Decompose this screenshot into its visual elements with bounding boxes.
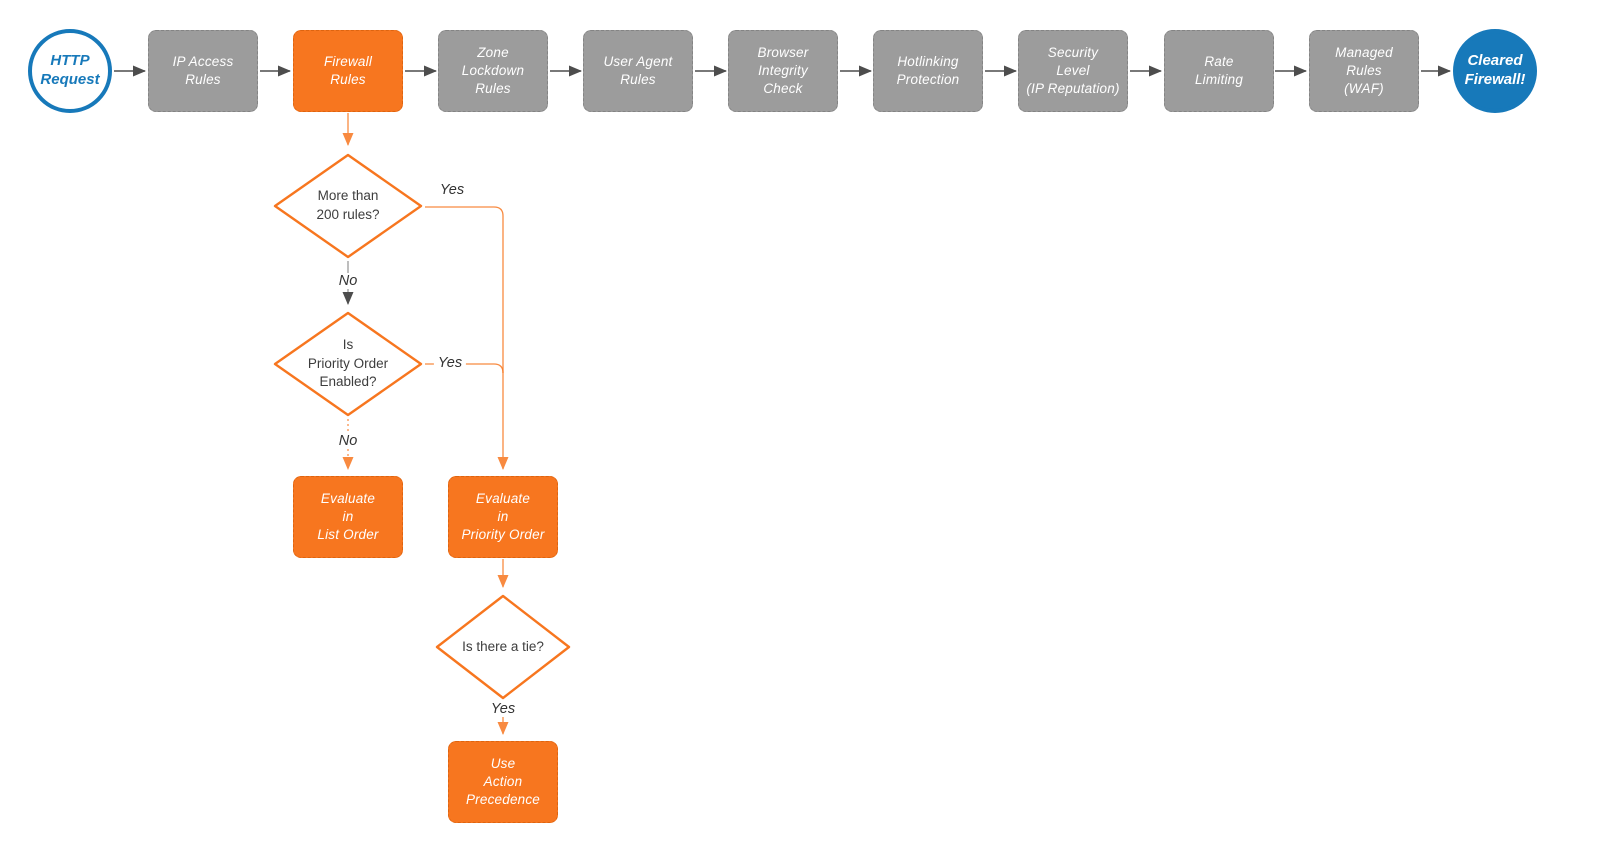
node-label: Cleared Firewall!	[1464, 52, 1526, 88]
node-ip-access-rules: IP Access Rules	[148, 30, 258, 112]
decision-label: More than 200 rules?	[316, 188, 380, 222]
node-label: Evaluate in List Order	[317, 491, 379, 542]
node-label: Managed Rules (WAF)	[1335, 45, 1393, 96]
node-label: HTTP Request	[40, 52, 100, 88]
edge-label-yes-2: Yes	[433, 355, 467, 371]
node-label: Firewall Rules	[323, 54, 373, 87]
node-use-action-precedence: Use Action Precedence	[448, 741, 558, 823]
node-label: Security Level (IP Reputation)	[1026, 45, 1120, 96]
node-hotlinking-protection: Hotlinking Protection	[873, 30, 983, 112]
node-security-level: Security Level (IP Reputation)	[1018, 30, 1128, 112]
node-label: Zone Lockdown Rules	[461, 45, 525, 96]
node-zone-lockdown-rules: Zone Lockdown Rules	[438, 30, 548, 112]
node-evaluate-in-list-order: Evaluate in List Order	[293, 476, 403, 558]
decision-priority-order-enabled: Is Priority Order Enabled?	[273, 311, 423, 417]
node-managed-rules-waf: Managed Rules (WAF)	[1309, 30, 1419, 112]
decision-is-there-a-tie: Is there a tie?	[435, 594, 571, 700]
node-evaluate-in-priority-order: Evaluate in Priority Order	[448, 476, 558, 558]
node-label: Hotlinking Protection	[896, 54, 960, 87]
node-browser-integrity-check: Browser Integrity Check	[728, 30, 838, 112]
decision-more-than-200-rules: More than 200 rules?	[273, 153, 423, 259]
node-label: Evaluate in Priority Order	[461, 491, 545, 542]
node-label: User Agent Rules	[603, 54, 673, 87]
node-user-agent-rules: User Agent Rules	[583, 30, 693, 112]
edge-label-yes-1: Yes	[439, 182, 465, 198]
node-label: IP Access Rules	[172, 54, 234, 87]
node-label: Use Action Precedence	[465, 756, 541, 807]
node-label: Rate Limiting	[1194, 54, 1244, 87]
diamond-shape	[273, 311, 423, 417]
connector-yes-1	[425, 206, 509, 470]
edge-label-no-2: No	[334, 433, 362, 449]
node-firewall-rules: Firewall Rules	[293, 30, 403, 112]
node-label: Browser Integrity Check	[757, 45, 809, 96]
edge-label-yes-3: Yes	[486, 701, 520, 717]
connector-yes-2	[425, 363, 504, 374]
diamond-shape	[273, 153, 423, 259]
node-cleared-firewall: Cleared Firewall!	[1453, 29, 1537, 113]
decision-label: Is Priority Order Enabled?	[307, 337, 389, 390]
node-http-request: HTTP Request	[28, 29, 112, 113]
decision-label: Is there a tie?	[462, 638, 544, 654]
edge-label-no-1: No	[334, 273, 362, 289]
diamond-shape	[435, 594, 571, 700]
node-rate-limiting: Rate Limiting	[1164, 30, 1274, 112]
